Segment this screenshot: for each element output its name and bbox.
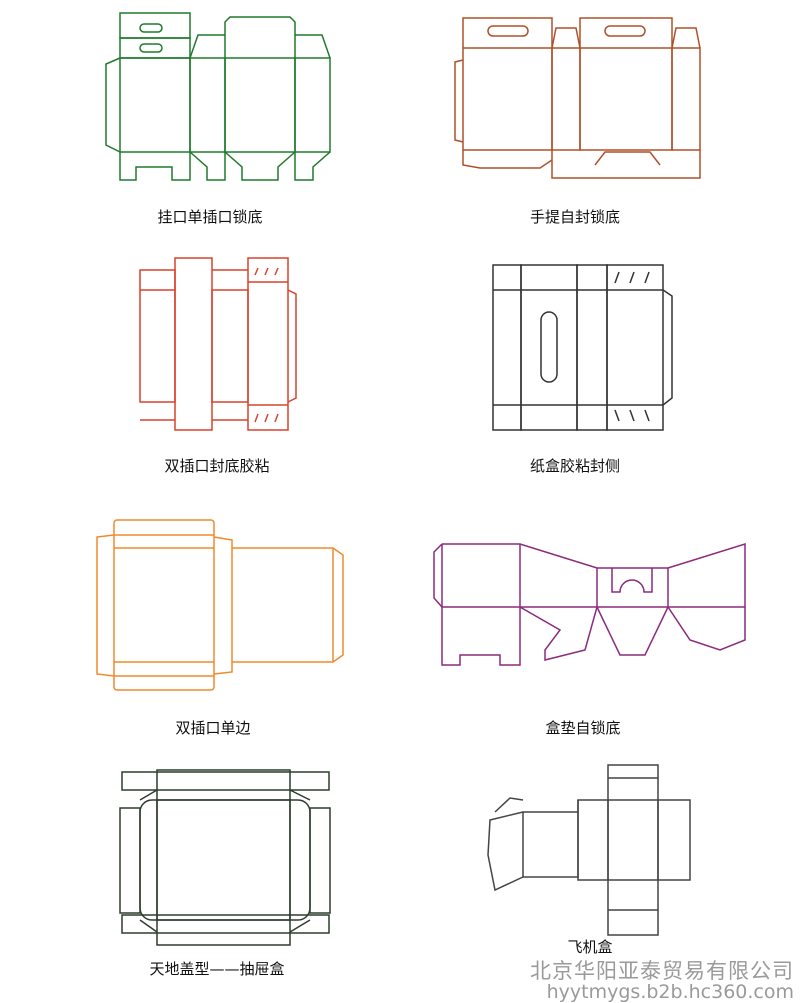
label-hang-tab-lock-bottom: 挂口单插口锁底: [157, 208, 263, 226]
dieline-drawer-box: [119, 769, 331, 946]
label-double-tuck-single-side: 双插口单边: [175, 719, 251, 737]
label-self-lock-bottom-pad: 盒垫自锁底: [545, 719, 621, 737]
label-glued-side: 纸盒胶粘封侧: [529, 457, 621, 475]
label-mailer-box: 飞机盒: [567, 938, 613, 956]
label-handle-self-lock: 手提自封锁底: [529, 208, 621, 226]
dieline-handle-self-lock: [454, 17, 701, 179]
label-drawer-box: 天地盖型——抽屉盒: [149, 960, 285, 978]
dieline-glued-side: [492, 264, 673, 431]
watermark-company: 北京华阳亚泰贸易有限公司: [530, 959, 794, 983]
dieline-self-lock-bottom-pad: [433, 542, 746, 666]
dieline-hang-tab-lock-bottom: [105, 12, 331, 181]
watermark-url: hyytmygs.b2b.hc360.com: [546, 981, 794, 1003]
dieline-double-tuck-glued: [139, 257, 297, 431]
dieline-double-tuck-single-side: [96, 519, 344, 691]
dieline-mailer-box: [487, 764, 691, 936]
label-double-tuck-glued: 双插口封底胶粘: [164, 457, 270, 475]
